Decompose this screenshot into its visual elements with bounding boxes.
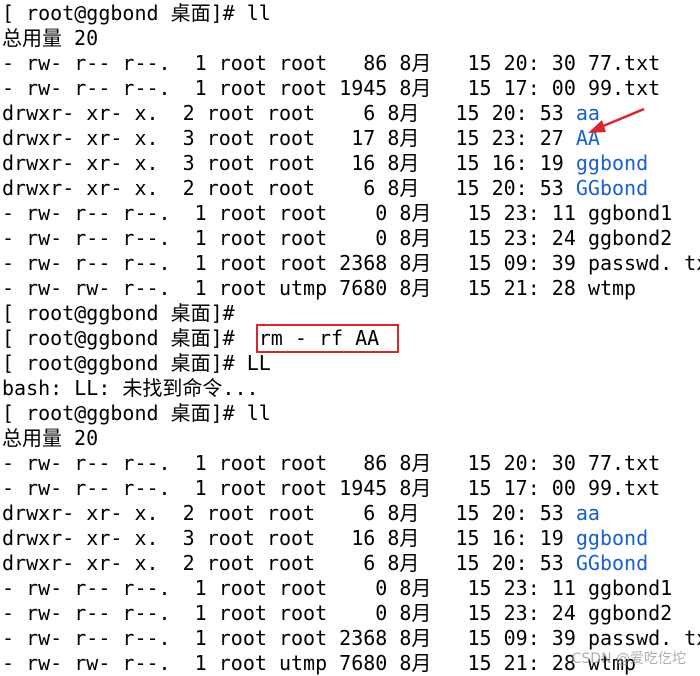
file-name: wtmp [587, 651, 637, 675]
file-name: 99.txt [587, 76, 661, 100]
line-text: - rw- r-- r--. 1 root root 0 8月 15 23: 2… [2, 601, 588, 625]
line-text: - rw- r-- r--. 1 root root 2368 8月 15 09… [2, 626, 588, 650]
terminal-line: [ root@ggbond 桌面]# ll [2, 1, 271, 26]
highlight-box-rm-command [256, 324, 399, 353]
line-text: - rw- r-- r--. 1 root root 86 8月 15 20: … [2, 451, 588, 475]
terminal-line: [ root@ggbond 桌面]# rm - rf AA [2, 326, 379, 351]
line-text: - rw- r-- r--. 1 root root 0 8月 15 23: 2… [2, 226, 588, 250]
file-name: 77.txt [587, 51, 661, 75]
file-name: ggbond2 [587, 601, 673, 625]
directory-name: aa [575, 501, 600, 525]
file-name: 77.txt [587, 451, 661, 475]
line-text: - rw- rw- r--. 1 root utmp 7680 8月 15 21… [2, 276, 588, 300]
line-text: [ root@ggbond 桌面]# [2, 301, 247, 325]
line-text: [ root@ggbond 桌面]# ll [2, 1, 271, 25]
terminal-line: - rw- r-- r--. 1 root root 0 8月 15 23: 1… [2, 576, 672, 601]
terminal-line: - rw- r-- r--. 1 root root 1945 8月 15 17… [2, 476, 660, 501]
terminal-line: - rw- r-- r--. 1 root root 86 8月 15 20: … [2, 451, 660, 476]
terminal-line: drwxr- xr- x. 2 root root 6 8月 15 20: 53… [2, 551, 648, 576]
line-text: drwxr- xr- x. 3 root root 17 8月 15 23: 2… [2, 126, 576, 150]
terminal-line: [ root@ggbond 桌面]# [2, 301, 247, 326]
terminal-line: - rw- r-- r--. 1 root root 86 8月 15 20: … [2, 51, 660, 76]
line-text: [ root@ggbond 桌面]# ll [2, 401, 271, 425]
line-text: - rw- r-- r--. 1 root root 86 8月 15 20: … [2, 51, 588, 75]
red-arrow-icon [588, 107, 645, 133]
terminal-line: drwxr- xr- x. 2 root root 6 8月 15 20: 53… [2, 176, 648, 201]
terminal-line: - rw- rw- r--. 1 root utmp 7680 8月 15 21… [2, 276, 636, 301]
line-text: drwxr- xr- x. 2 root root 6 8月 15 20: 53 [2, 101, 576, 125]
line-text: - rw- r-- r--. 1 root root 0 8月 15 23: 1… [2, 201, 588, 225]
directory-name: GGbond [575, 176, 649, 200]
directory-name: ggbond [575, 526, 649, 550]
file-name: ggbond1 [587, 201, 673, 225]
line-text: - rw- r-- r--. 1 root root 1945 8月 15 17… [2, 476, 588, 500]
terminal-line: - rw- r-- r--. 1 root root 1945 8月 15 17… [2, 76, 660, 101]
terminal-line: drwxr- xr- x. 3 root root 17 8月 15 23: 2… [2, 126, 600, 151]
terminal-line: drwxr- xr- x. 2 root root 6 8月 15 20: 53… [2, 501, 600, 526]
terminal-line: drwxr- xr- x. 2 root root 6 8月 15 20: 53… [2, 101, 600, 126]
line-text: drwxr- xr- x. 2 root root 6 8月 15 20: 53 [2, 551, 576, 575]
terminal-line: - rw- rw- r--. 1 root utmp 7680 8月 15 21… [2, 651, 636, 676]
directory-name: aa [575, 101, 600, 125]
file-name: ggbond1 [587, 576, 673, 600]
line-text: drwxr- xr- x. 2 root root 6 8月 15 20: 53 [2, 176, 576, 200]
terminal-line: - rw- r-- r--. 1 root root 0 8月 15 23: 1… [2, 201, 672, 226]
file-name: ggbond2 [587, 226, 673, 250]
directory-name: ggbond [575, 151, 649, 175]
line-text: [ root@ggbond 桌面]# LL [2, 351, 271, 375]
terminal-line: 总用量 20 [2, 26, 98, 51]
csdn-watermark: CSDN @爱吃仡坨 [571, 651, 686, 667]
line-text: - rw- r-- r--. 1 root root 0 8月 15 23: 1… [2, 576, 588, 600]
line-text: - rw- r-- r--. 1 root root 1945 8月 15 17… [2, 76, 588, 100]
line-text: bash: LL: 未找到命令... [2, 376, 259, 400]
file-name: wtmp [587, 276, 637, 300]
terminal-line: - rw- r-- r--. 1 root root 2368 8月 15 09… [2, 626, 700, 651]
terminal-line: drwxr- xr- x. 3 root root 16 8月 15 16: 1… [2, 526, 648, 551]
terminal-line: - rw- r-- r--. 1 root root 0 8月 15 23: 2… [2, 601, 672, 626]
line-text: drwxr- xr- x. 3 root root 16 8月 15 16: 1… [2, 151, 576, 175]
directory-name: GGbond [575, 551, 649, 575]
terminal-line: - rw- r-- r--. 1 root root 2368 8月 15 09… [2, 251, 700, 276]
terminal-line: - rw- r-- r--. 1 root root 0 8月 15 23: 2… [2, 226, 672, 251]
line-text: 总用量 20 [2, 426, 99, 450]
terminal-line: 总用量 20 [2, 426, 98, 451]
terminal-line: [ root@ggbond 桌面]# ll [2, 401, 271, 426]
line-text: drwxr- xr- x. 2 root root 6 8月 15 20: 53 [2, 501, 576, 525]
line-text: - rw- rw- r--. 1 root utmp 7680 8月 15 21… [2, 651, 588, 675]
terminal-line: [ root@ggbond 桌面]# LL [2, 351, 271, 376]
line-text: drwxr- xr- x. 3 root root 16 8月 15 16: 1… [2, 526, 576, 550]
line-text: [ root@ggbond 桌面]# rm - rf AA [2, 326, 380, 350]
file-name: passwd. txt [587, 251, 700, 275]
file-name: 99.txt [587, 476, 661, 500]
line-text: - rw- r-- r--. 1 root root 2368 8月 15 09… [2, 251, 588, 275]
file-name: passwd. txt [587, 626, 700, 650]
line-text: 总用量 20 [2, 26, 99, 50]
terminal-line: bash: LL: 未找到命令... [2, 376, 259, 401]
terminal-line: drwxr- xr- x. 3 root root 16 8月 15 16: 1… [2, 151, 648, 176]
